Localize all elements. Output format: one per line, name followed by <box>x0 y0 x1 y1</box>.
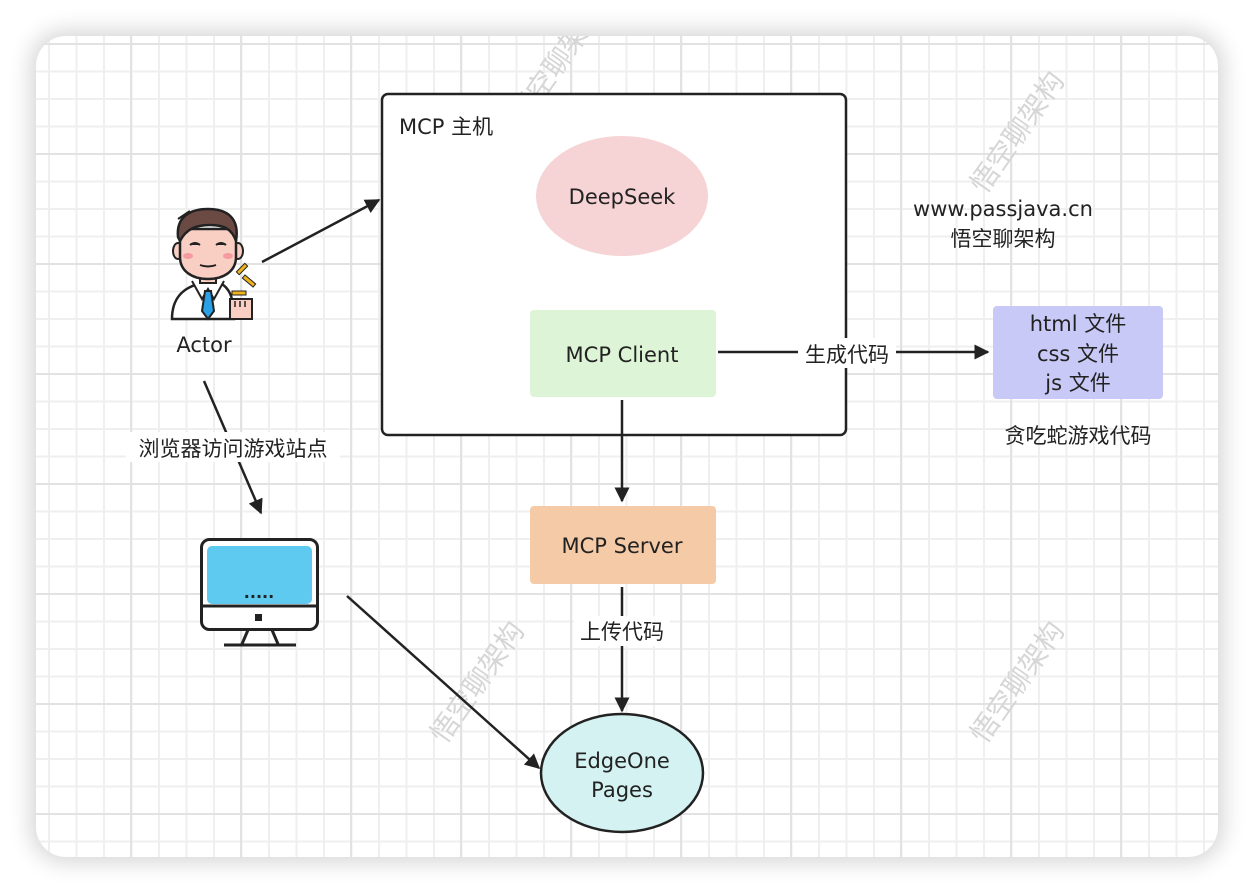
monitor-screen-text: ..... <box>244 583 274 602</box>
generated-files-node[interactable] <box>993 306 1163 399</box>
edgeone-pages-node[interactable] <box>539 712 705 834</box>
watermark: 悟空聊架构 <box>964 65 1071 199</box>
file-js-label: js 文件 <box>1044 371 1110 395</box>
brand-name: 悟空聊架构 <box>951 227 1056 251</box>
mcp-client-node[interactable] <box>530 310 716 397</box>
edge-label-upload-code: 上传代码 <box>580 620 664 644</box>
edge-label-browser-visit: 浏览器访问游戏站点 <box>139 437 328 461</box>
mcp-server-label: MCP Server <box>562 534 683 558</box>
deepseek-label: DeepSeek <box>569 185 677 209</box>
edge-monitor-to-edgeone[interactable] <box>346 595 541 770</box>
brand-url: www.passjava.cn <box>913 197 1093 221</box>
edgeone-label-line1: EdgeOne <box>574 749 670 773</box>
edge-actor-to-host[interactable] <box>261 198 381 264</box>
person-icon[interactable] <box>170 207 257 321</box>
monitor-icon[interactable] <box>200 538 319 647</box>
deepseek-node[interactable] <box>536 136 708 256</box>
watermark: 悟空聊架构 <box>964 615 1071 749</box>
mcp-server-node[interactable] <box>530 506 716 584</box>
edge-label-generate-code: 生成代码 <box>805 343 889 367</box>
mcp-host-label: MCP 主机 <box>399 115 493 139</box>
edgeone-label-line2: Pages <box>591 778 653 802</box>
mcp-host-container[interactable] <box>380 92 848 437</box>
actor-label: Actor <box>176 333 232 357</box>
mcp-client-label: MCP Client <box>566 343 679 367</box>
file-css-label: css 文件 <box>1037 342 1119 366</box>
watermark: 悟空聊架构 <box>424 615 531 749</box>
files-caption: 贪吃蛇游戏代码 <box>1005 424 1152 448</box>
file-html-label: html 文件 <box>1030 312 1127 336</box>
